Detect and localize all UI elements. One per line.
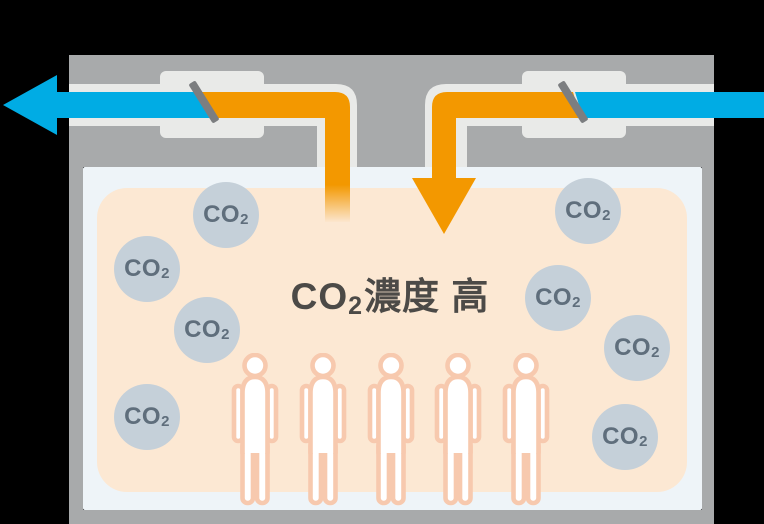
supply-air-arrow (412, 92, 581, 234)
co2-level-label: CO2濃度 高 (290, 276, 490, 320)
right-damper (558, 81, 588, 123)
exhaust-air-arrow (3, 75, 212, 135)
person-icon (299, 353, 347, 506)
person-icon (231, 353, 279, 506)
person-icon (434, 353, 482, 506)
intake-air-flow (575, 92, 764, 118)
left-wall (69, 167, 83, 524)
person-icon (367, 353, 415, 506)
right-wall (702, 167, 714, 524)
person-icon (502, 353, 550, 506)
left-damper (189, 81, 219, 123)
floor-slab (69, 510, 714, 524)
exhaust-draw-flow (198, 92, 350, 222)
